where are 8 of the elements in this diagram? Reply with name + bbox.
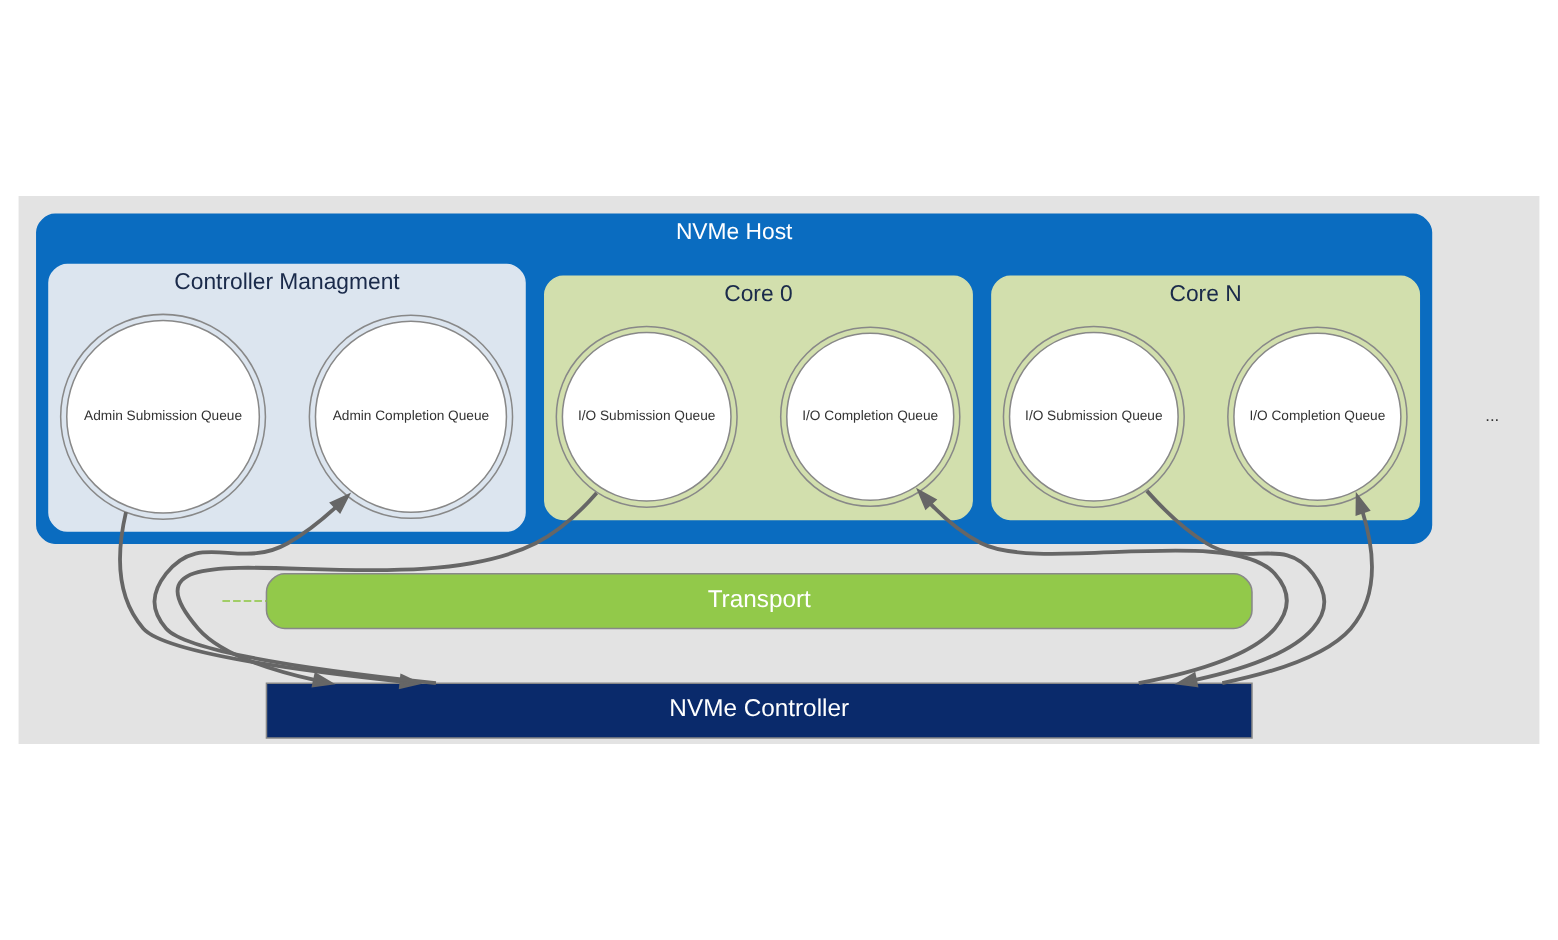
label: ... [1485, 405, 1500, 426]
arrow [152, 492, 437, 685]
arrow [1221, 491, 1374, 685]
arrow [916, 487, 1289, 685]
connector [221, 600, 268, 602]
arrow [1145, 489, 1327, 688]
node-box: NVMe Controller [265, 682, 1253, 739]
node-box: Transport [265, 572, 1253, 630]
